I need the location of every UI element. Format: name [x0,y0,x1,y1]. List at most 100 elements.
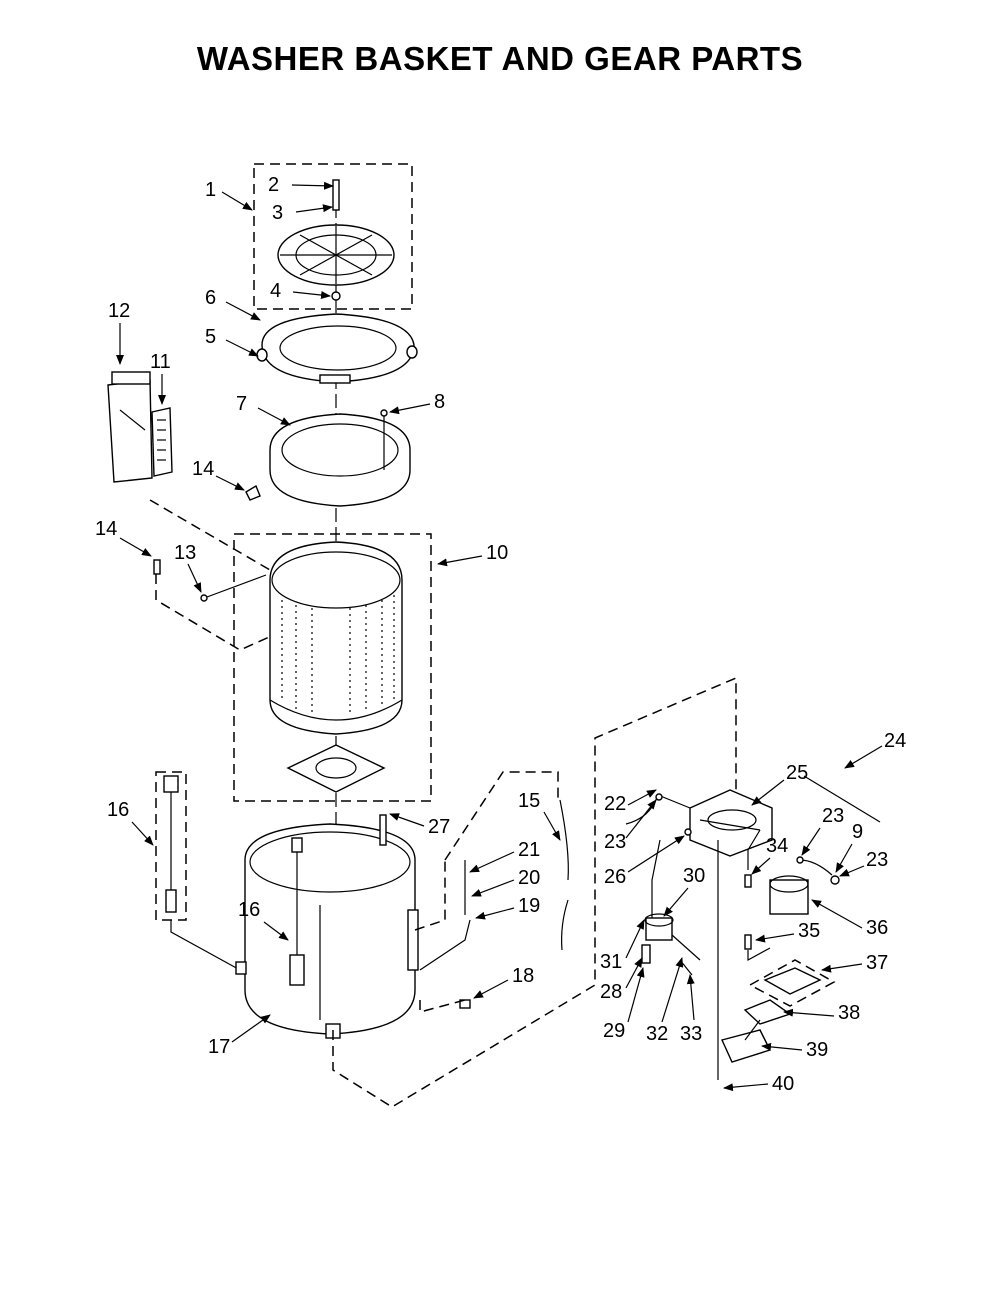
suspension-rod-part [155,771,187,921]
callout-label-20: 20 [518,867,540,889]
callout-38: 38 [783,1002,860,1024]
callout-label-23a: 23 [604,831,626,853]
dispenser-part [107,371,173,483]
basket-group-box [233,533,432,802]
callout-27: 27 [389,813,450,838]
callout-6: 6 [205,287,261,321]
outer-tub-part [244,814,419,1039]
callout-7: 7 [236,393,291,426]
callout-label-23b: 23 [822,805,844,827]
callout-label-7: 7 [236,393,247,415]
callout-label-11: 11 [150,351,171,373]
callout-label-38: 38 [838,1002,860,1024]
callout-label-4: 4 [270,280,281,302]
callout-label-18: 18 [512,965,534,987]
callout-11: 11 [150,351,171,405]
callout-18: 18 [473,965,534,999]
callout-13: 13 [174,542,202,593]
callout-15: 15 [518,790,561,841]
callout-label-24: 24 [884,730,906,752]
gearcase-part [689,789,773,1080]
callout-label-6: 6 [205,287,216,309]
callout-label-26: 26 [604,866,626,888]
callout-39: 39 [761,1039,828,1061]
callout-label-25: 25 [786,762,808,784]
callout-label-16a: 16 [107,799,129,821]
callout-21: 21 [469,839,540,873]
callout-31: 31 [600,919,645,973]
callout-28: 28 [600,957,643,1003]
pump-parts [744,856,840,950]
callout-label-31: 31 [600,951,622,973]
callout-20: 20 [471,867,540,897]
callout-label-32: 32 [646,1023,668,1045]
callout-label-8: 8 [434,391,445,413]
motor-coupler-parts [641,913,701,976]
wire-harness-part [625,793,692,836]
callout-3: 3 [272,202,333,224]
callout-label-28: 28 [600,981,622,1003]
callout-29: 29 [603,967,645,1042]
callout-label-30: 30 [683,865,705,887]
callout-label-36: 36 [866,917,888,939]
callout-17: 17 [208,1014,271,1058]
callout-30: 30 [663,865,705,917]
callout-25: 25 [751,762,808,806]
callout-24: 24 [844,730,906,769]
screw-parts [153,484,261,602]
callout-label-12: 12 [108,300,130,322]
callout-26: 26 [604,835,685,888]
callout-9: 9 [835,821,863,873]
callout-33: 33 [680,974,702,1045]
callout-label-40: 40 [772,1073,794,1095]
callout-label-22: 22 [604,793,626,815]
callout-label-27: 27 [428,816,450,838]
callout-label-23c: 23 [866,849,888,871]
callout-label-19: 19 [518,895,540,917]
callout-19: 19 [475,895,540,920]
callout-label-14a: 14 [192,458,214,480]
impeller-part [277,179,395,301]
callout-label-39: 39 [806,1039,828,1061]
callout-label-17: 17 [208,1036,230,1058]
balance-ring-part [269,409,411,507]
callout-23-left: 23 [604,799,657,853]
callout-label-9: 9 [852,821,863,843]
drive-shaft-part [803,775,881,823]
brake-parts [721,959,836,1063]
callout-22: 22 [604,789,657,815]
callout-label-21: 21 [518,839,540,861]
callout-label-29: 29 [603,1020,625,1042]
callout-label-3: 3 [272,202,283,224]
callout-label-13: 13 [174,542,196,564]
wash-basket-part [269,541,403,793]
callout-8: 8 [389,391,445,415]
callout-label-5: 5 [205,326,216,348]
callout-16-left: 16 [107,799,154,846]
agitator-group-box [253,163,413,310]
callout-label-10: 10 [486,542,508,564]
callout-32: 32 [646,957,684,1045]
callout-1: 1 [205,179,253,211]
callout-2: 2 [268,174,334,196]
callout-16-tub: 16 [238,899,289,941]
tub-ring-part [256,313,418,384]
callout-4: 4 [270,280,331,302]
hose-parts [419,799,569,1013]
diagram-title: WASHER BASKET AND GEAR PARTS [196,40,804,77]
callout-37: 37 [821,952,888,974]
callout-label-2: 2 [268,174,279,196]
callout-label-33: 33 [680,1023,702,1045]
callout-14-left: 14 [95,518,152,557]
callout-5: 5 [205,326,259,357]
callout-23-right: 23 [839,849,888,877]
callout-label-37: 37 [866,952,888,974]
callout-34: 34 [751,835,788,875]
callout-10: 10 [437,542,508,567]
callout-label-1: 1 [205,179,216,201]
callout-36: 36 [811,899,888,939]
callout-14-top: 14 [192,458,245,491]
callout-label-35: 35 [798,920,820,942]
callout-label-14b: 14 [95,518,117,540]
